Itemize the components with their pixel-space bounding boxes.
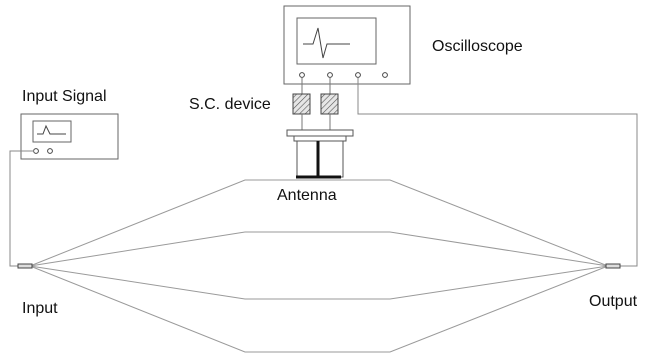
inner-conductor — [29, 231, 609, 300]
sc-device-label: S.C. device — [189, 96, 271, 113]
output-label: Output — [589, 293, 638, 310]
sc-device-2 — [320, 93, 339, 115]
generator-waveform — [37, 124, 66, 135]
input-signal-generator — [20, 113, 119, 160]
input-label: Input — [22, 300, 58, 317]
cable-osc-to-output — [357, 78, 638, 267]
cable-generator-to-input — [9, 150, 34, 267]
oscilloscope-waveform — [303, 27, 350, 59]
oscilloscope-port-3 — [355, 72, 361, 78]
oscilloscope-port-2 — [327, 72, 333, 78]
input-signal-label: Input Signal — [22, 88, 107, 105]
oscilloscope-screen — [296, 17, 377, 65]
generator-screen — [32, 120, 72, 143]
transmission-lines — [28, 179, 610, 353]
sc-device-1 — [292, 93, 311, 115]
generator-port-2 — [47, 148, 53, 154]
output-connector — [605, 263, 621, 269]
mount-flange — [293, 135, 347, 142]
generator-port-1 — [33, 148, 39, 154]
oscilloscope-port-1 — [299, 72, 305, 78]
mount-plate — [286, 129, 354, 137]
antenna-label: Antenna — [277, 187, 337, 204]
antenna-mount — [286, 129, 354, 179]
input-connector — [17, 263, 33, 269]
antenna-housing — [296, 140, 344, 178]
oscilloscope-device — [283, 5, 411, 85]
oscilloscope-label: Oscilloscope — [432, 38, 523, 55]
oscilloscope-knob — [382, 72, 388, 78]
outer-conductor — [28, 179, 610, 353]
